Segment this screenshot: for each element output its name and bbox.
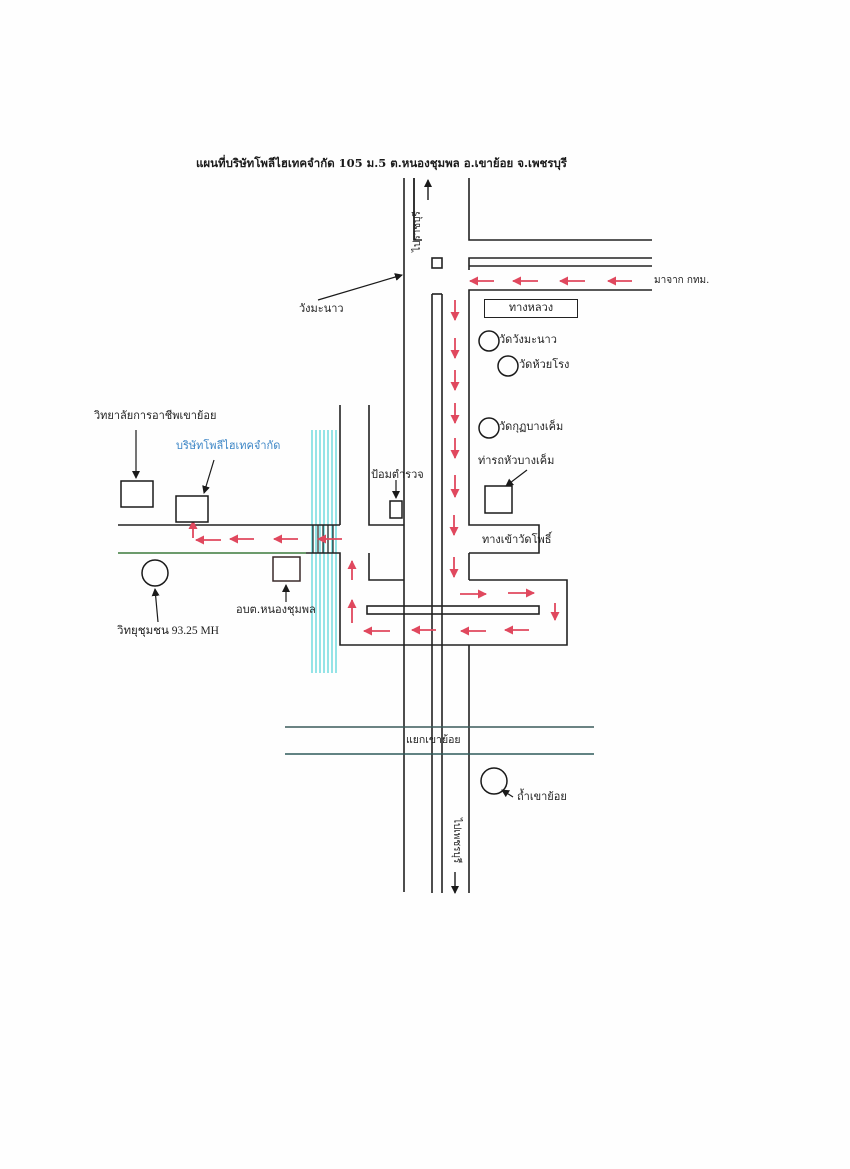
from-bangkok-label: มาจาก กทม.	[654, 275, 710, 286]
company-pointer-icon	[202, 459, 215, 494]
wat-huai-rong-marker-icon	[497, 355, 519, 377]
company-label: บริษัทโพลีไฮเทคจำกัด	[176, 439, 281, 452]
college-building-icon	[120, 480, 154, 508]
wat-wang-manao-label: วัดวังมะนาว	[499, 333, 557, 346]
bus-stop-pointer-icon	[505, 469, 528, 487]
wat-pho-entrance-label: ทางเข้าวัดโพธิ์	[482, 533, 552, 546]
highway-box: ทางหลวง	[484, 299, 578, 318]
police-box-label: ป้อมตำรวจ	[371, 468, 424, 481]
to-phetchaburi-label: ไปเพชรบุรี	[451, 818, 462, 864]
wat-huai-rong-label: วัดห้วยโรง	[519, 358, 570, 371]
traffic-flow-arrows	[188, 276, 632, 636]
company-building-icon	[175, 495, 209, 523]
khao-yoi-cave-marker-icon	[480, 767, 508, 795]
wang-manao-label: วังมะนาว	[299, 302, 344, 315]
radio-pointer-icon	[151, 588, 160, 623]
community-radio-label: วิทยุชุมชน 93.25 MH	[117, 625, 219, 637]
wat-kut-bang-khem-label: วัดกุฏบางเค็ม	[499, 420, 564, 433]
khao-yoi-cave-label: ถ้ำเขาย้อย	[517, 790, 567, 803]
police-box-building-icon	[389, 500, 403, 519]
main-highway	[118, 178, 652, 893]
highway-box-label: ทางหลวง	[508, 301, 554, 314]
cave-pointer-icon	[501, 789, 514, 798]
wat-wang-manao-marker-icon	[478, 330, 500, 352]
to-ratchaburi-label: ไปราชบุรี	[412, 211, 423, 252]
bus-stop-building-icon	[484, 485, 513, 514]
bus-stop-label: ท่ารถหัวบางเค็ม	[478, 454, 555, 467]
tambon-office-label: อบต.หนองชุมพล	[236, 603, 316, 616]
khao-yoi-cross-road	[285, 726, 594, 755]
khao-yoi-junction-label: แยกเขาย้อย	[406, 734, 461, 746]
community-radio-marker-icon	[141, 559, 169, 587]
map-title: แผนที่บริษัทโพลีไฮเทคจำกัด 105 ม.5 ต.หนอ…	[196, 156, 567, 170]
tambon-office-building-icon	[272, 556, 301, 582]
wat-kut-bang-khem-marker-icon	[478, 417, 500, 439]
college-label: วิทยาลัยการอาชีพเขาย้อย	[94, 409, 217, 422]
wang-manao-pointer-icon	[317, 273, 403, 301]
